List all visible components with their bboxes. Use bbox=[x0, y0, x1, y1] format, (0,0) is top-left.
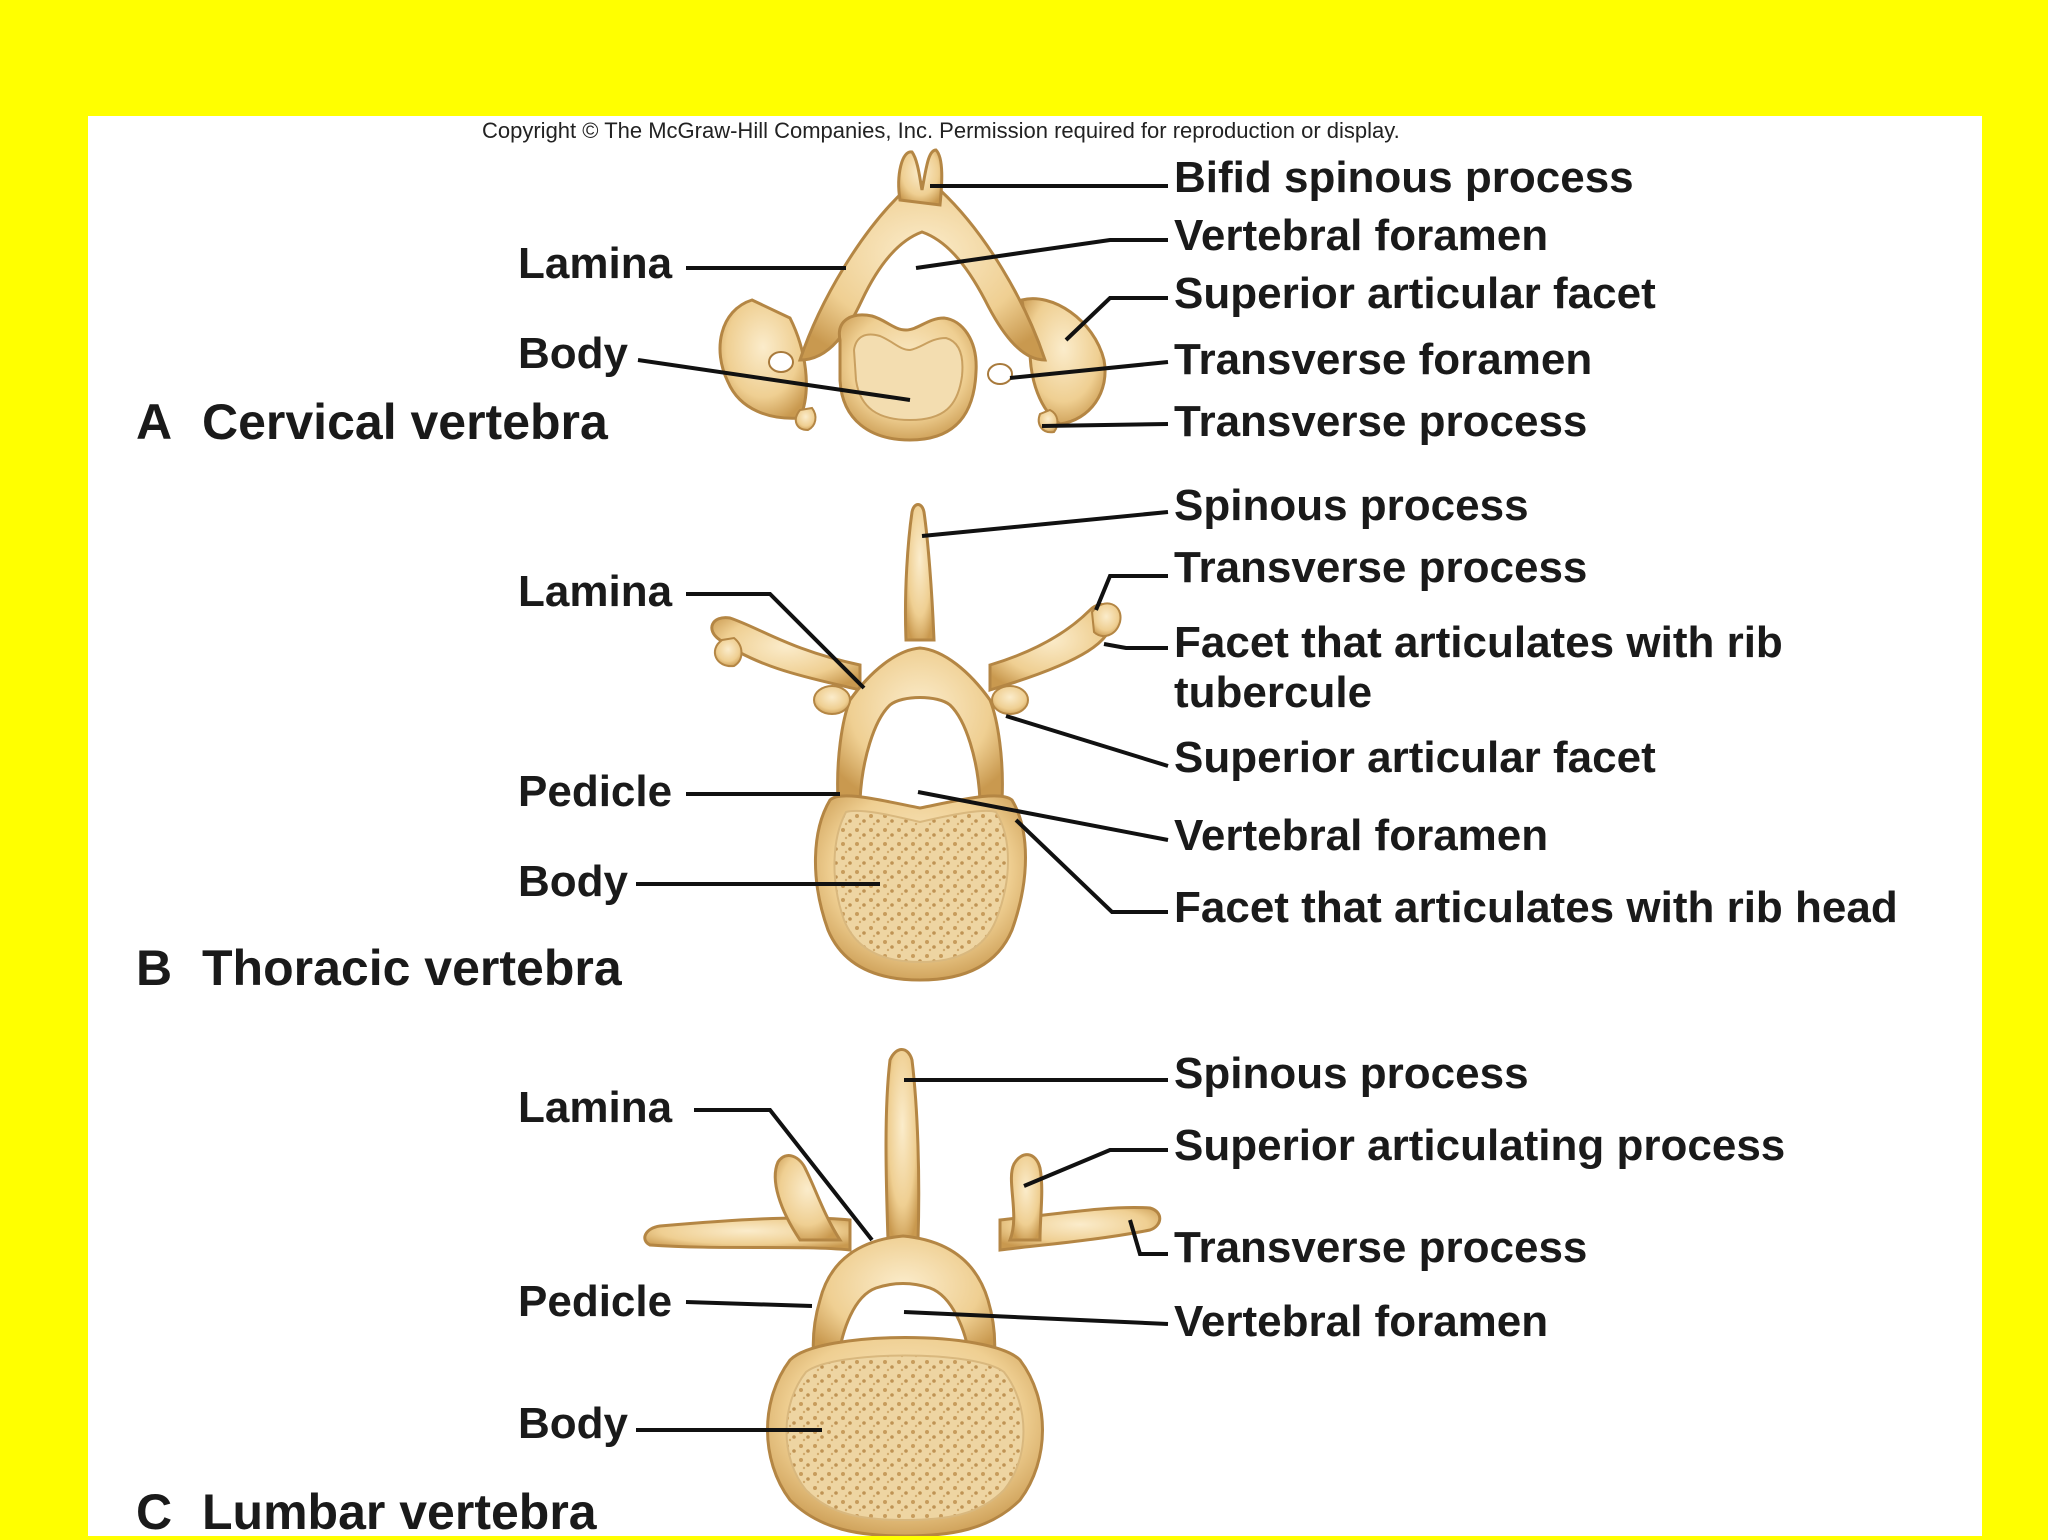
thoracic-spinous-process bbox=[903, 503, 936, 642]
leader-lumbar-vertebral-foramen bbox=[903, 1310, 1169, 1326]
leader-cervical-body bbox=[637, 358, 911, 402]
label-thoracic-vertebral-foramen: Vertebral foramen bbox=[1174, 811, 1549, 860]
label-cervical-lamina: Lamina bbox=[518, 239, 673, 288]
label-cervical-transverse-process: Transverse process bbox=[1174, 397, 1588, 446]
thoracic-left-transverse-process bbox=[710, 616, 862, 692]
leader-lines bbox=[636, 184, 1169, 1432]
label-thoracic-lamina: Lamina bbox=[518, 567, 673, 616]
leader-lumbar-lamina bbox=[694, 1108, 874, 1242]
label-thoracic-pedicle: Pedicle bbox=[518, 767, 673, 816]
cervical-vertebra-drawing bbox=[718, 148, 1107, 442]
leader-cervical-superior-articular-facet bbox=[1064, 296, 1168, 342]
section-letter-c: C bbox=[136, 1484, 173, 1540]
leader-thoracic-lamina bbox=[686, 592, 866, 690]
label-lumbar-body: Body bbox=[518, 1399, 628, 1448]
title-lumbar-vertebra: C Lumbar vertebra bbox=[136, 1484, 597, 1540]
label-facet-rib-tubercule-line2: tubercule bbox=[1174, 668, 1373, 717]
section-title-lumbar: Lumbar vertebra bbox=[202, 1484, 597, 1540]
cervical-bifid-spinous-process bbox=[897, 148, 944, 207]
lumbar-left-superior-articulating-process bbox=[773, 1154, 843, 1242]
leader-thoracic-vertebral-foramen bbox=[917, 790, 1169, 842]
section-title-thoracic: Thoracic vertebra bbox=[202, 940, 622, 996]
label-lumbar-pedicle: Pedicle bbox=[518, 1277, 673, 1326]
leader-thoracic-spinous bbox=[921, 510, 1169, 538]
leader-thoracic-superior-facet bbox=[1005, 714, 1169, 768]
title-thoracic-vertebra: B Thoracic vertebra bbox=[136, 940, 622, 996]
section-title-cervical: Cervical vertebra bbox=[202, 394, 608, 450]
label-thoracic-transverse-process: Transverse process bbox=[1174, 543, 1588, 592]
section-letter-a: A bbox=[136, 394, 173, 450]
thoracic-arch bbox=[836, 646, 1004, 802]
lumbar-vertebra-drawing bbox=[643, 1048, 1162, 1536]
copyright-notice: Copyright © The McGraw-Hill Companies, I… bbox=[482, 118, 1400, 143]
leader-thoracic-rib-head bbox=[1014, 818, 1168, 914]
thoracic-vertebra-drawing bbox=[710, 503, 1122, 982]
label-lumbar-vertebral-foramen: Vertebral foramen bbox=[1174, 1297, 1549, 1346]
label-transverse-foramen: Transverse foramen bbox=[1174, 335, 1593, 384]
leader-thoracic-transverse bbox=[1094, 574, 1168, 611]
label-cervical-vertebral-foramen: Vertebral foramen bbox=[1174, 211, 1549, 260]
section-letter-b: B bbox=[136, 940, 173, 996]
leader-lumbar-superior-articulating bbox=[1023, 1148, 1168, 1188]
leader-cervical-transverse-process bbox=[1041, 422, 1169, 428]
lumbar-right-superior-articulating-process bbox=[1007, 1153, 1044, 1242]
title-cervical-vertebra: A Cervical vertebra bbox=[136, 394, 608, 450]
label-cervical-superior-articular-facet: Superior articular facet bbox=[1174, 269, 1656, 318]
label-thoracic-superior-articular-facet: Superior articular facet bbox=[1174, 733, 1656, 782]
label-thoracic-body: Body bbox=[518, 857, 628, 906]
leader-lumbar-pedicle bbox=[685, 1300, 813, 1308]
cervical-right-transverse-process bbox=[1020, 297, 1107, 426]
label-thoracic-spinous-process: Spinous process bbox=[1174, 481, 1529, 530]
leader-cervical-transverse-foramen bbox=[1009, 360, 1169, 380]
label-lumbar-transverse-process: Transverse process bbox=[1174, 1223, 1588, 1272]
leader-lumbar-transverse bbox=[1128, 1219, 1168, 1256]
label-bifid-spinous-process: Bifid spinous process bbox=[1174, 153, 1634, 202]
label-lumbar-spinous-process: Spinous process bbox=[1174, 1049, 1529, 1098]
lumbar-spinous-process bbox=[884, 1048, 921, 1242]
leader-thoracic-facet-tubercule bbox=[1103, 642, 1168, 650]
leader-cervical-vertebral-foramen bbox=[915, 238, 1168, 270]
label-facet-rib-head: Facet that articulates with rib head bbox=[1174, 883, 1898, 932]
label-lumbar-lamina: Lamina bbox=[518, 1083, 673, 1132]
label-superior-articulating-process: Superior articulating process bbox=[1174, 1121, 1786, 1170]
label-cervical-body: Body bbox=[518, 329, 628, 378]
label-facet-rib-tubercule-line1: Facet that articulates with rib bbox=[1174, 618, 1783, 667]
